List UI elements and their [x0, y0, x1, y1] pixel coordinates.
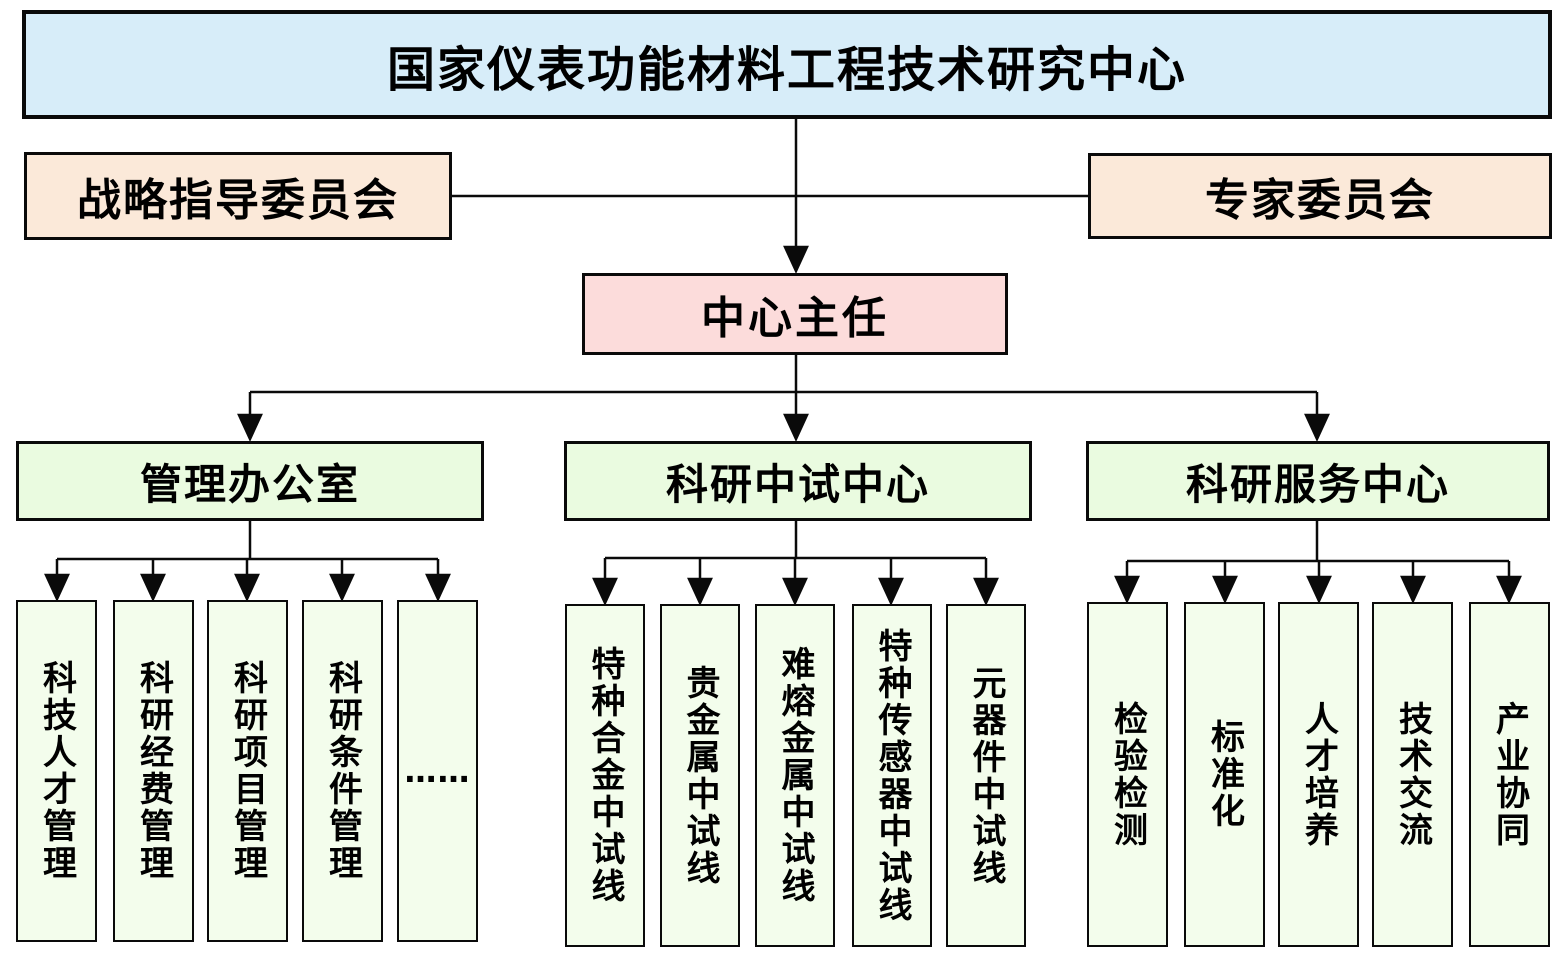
- leaf-label: 技术交流: [1392, 700, 1433, 849]
- expert-committee-box: 专家委员会: [1088, 153, 1552, 239]
- dept-box-management-office: 管理办公室: [16, 441, 484, 521]
- leaf-label: 检验检测: [1107, 700, 1148, 849]
- leaf-box: 难熔金属中试线: [755, 604, 835, 947]
- dept-label: 管理办公室: [139, 459, 360, 509]
- leaf-label: 人才培养: [1298, 700, 1339, 849]
- leaf-box: 人才培养: [1278, 602, 1359, 947]
- dept-box-service-center: 科研服务中心: [1086, 441, 1550, 521]
- leaf-box: 科技人才管理: [16, 600, 97, 942]
- root-box: 国家仪表功能材料工程技术研究中心: [22, 10, 1552, 119]
- strategic-committee-label: 战略指导委员会: [77, 175, 399, 226]
- dept-box-pilot-test-center: 科研中试中心: [564, 441, 1032, 521]
- leaf-label: 特种传感器中试线: [872, 627, 912, 924]
- director-label: 中心主任: [701, 293, 889, 344]
- leaf-label: 科研条件管理: [322, 660, 363, 882]
- dept-label: 科研服务中心: [1185, 459, 1450, 509]
- leaf-box: 元器件中试线: [946, 604, 1026, 947]
- strategic-committee-box: 战略指导委员会: [24, 152, 452, 240]
- leaf-label: 难熔金属中试线: [775, 646, 815, 905]
- leaf-box-ellipsis: ……: [397, 600, 478, 942]
- dept-label: 科研中试中心: [665, 459, 930, 509]
- leaf-label: 产业协同: [1489, 700, 1530, 849]
- leaf-label: 贵金属中试线: [680, 664, 720, 887]
- leaf-box: 标准化: [1184, 602, 1265, 947]
- leaf-box: 科研项目管理: [207, 600, 288, 942]
- leaf-label: 科研项目管理: [227, 660, 268, 882]
- leaf-label: 特种合金中试线: [585, 646, 625, 905]
- leaf-label: 科研经费管理: [133, 660, 174, 882]
- root-title: 国家仪表功能材料工程技术研究中心: [386, 41, 1187, 98]
- expert-committee-label: 专家委员会: [1205, 175, 1435, 226]
- leaf-box: 特种传感器中试线: [852, 604, 932, 947]
- leaf-label: ……: [404, 752, 471, 790]
- leaf-box: 科研条件管理: [302, 600, 383, 942]
- leaf-label: 元器件中试线: [966, 664, 1006, 887]
- leaf-box: 特种合金中试线: [565, 604, 645, 947]
- leaf-box: 贵金属中试线: [660, 604, 740, 947]
- leaf-box: 科研经费管理: [113, 600, 194, 942]
- leaf-label: 科技人才管理: [36, 660, 77, 882]
- leaf-box: 产业协同: [1469, 602, 1550, 947]
- director-box: 中心主任: [582, 273, 1008, 355]
- leaf-box: 检验检测: [1087, 602, 1168, 947]
- leaf-label: 标准化: [1204, 719, 1245, 830]
- leaf-box: 技术交流: [1372, 602, 1453, 947]
